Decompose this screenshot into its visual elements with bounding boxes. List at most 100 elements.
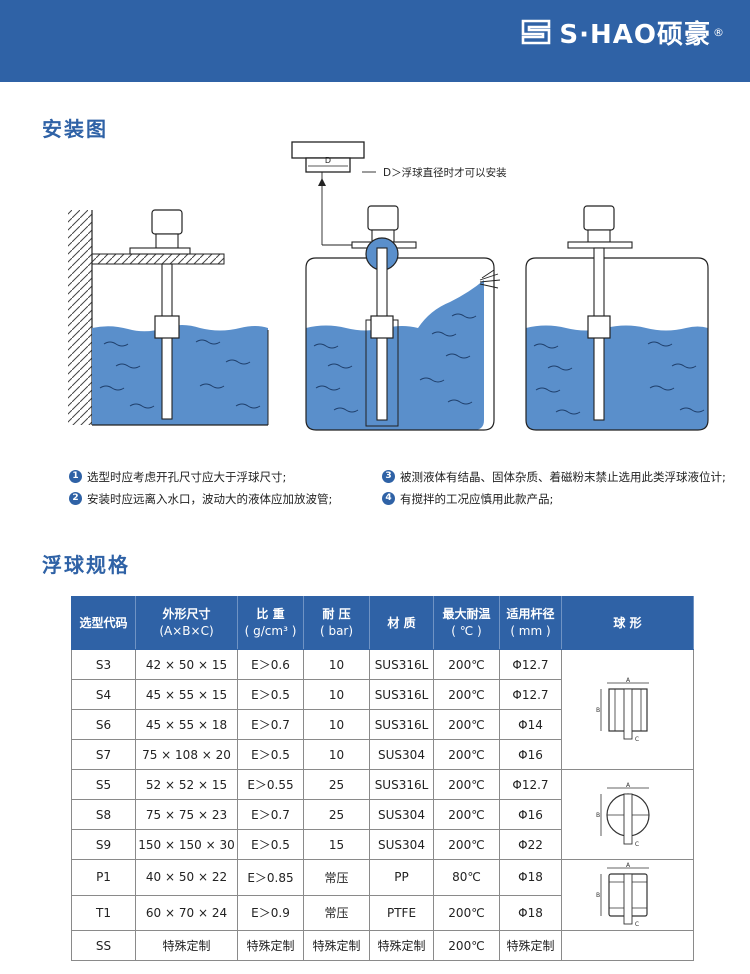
table-cell: SUS316L <box>369 709 434 740</box>
table-cell: 10 <box>303 649 370 680</box>
col-header-model: 选型代码 <box>71 596 136 650</box>
table-cell: E＞0.7 <box>237 799 304 830</box>
table-cell: 45 × 55 × 18 <box>135 709 238 740</box>
d-label: D <box>325 156 331 165</box>
table-cell: 40 × 50 × 22 <box>135 859 238 896</box>
tank-closed-right <box>525 205 709 431</box>
table-cell: 特殊定制 <box>135 930 238 961</box>
table-cell: SUS316L <box>369 649 434 680</box>
svg-text:B: B <box>595 892 599 899</box>
table-cell: E＞0.9 <box>237 894 304 931</box>
installation-diagram: D D＞浮球直径时才可以安装 <box>68 141 709 431</box>
tank-closed-center <box>305 205 501 431</box>
float-shape-cell <box>561 930 694 961</box>
table-cell: 200℃ <box>433 799 500 830</box>
table-cell: E＞0.7 <box>237 709 304 740</box>
table-cell: 200℃ <box>433 709 500 740</box>
col-header-density: 比 重( g/cm³ ) <box>237 596 304 650</box>
brand-logo: S·HAO硕豪 ® <box>519 12 724 52</box>
svg-text:C: C <box>634 841 638 848</box>
table-cell: 200℃ <box>433 894 500 931</box>
d-note: D＞浮球直径时才可以安装 <box>383 166 507 179</box>
table-cell: SUS316L <box>369 679 434 710</box>
table-cell: SUS304 <box>369 829 434 860</box>
float-shape-cylinder-icon: ABC <box>595 677 649 743</box>
table-cell: 200℃ <box>433 829 500 860</box>
table-cell: 25 <box>303 769 370 800</box>
table-cell: 75 × 75 × 23 <box>135 799 238 830</box>
table-cell: 常压 <box>303 894 370 931</box>
table-cell: 15 <box>303 829 370 860</box>
note-number-badge: 1 <box>69 470 82 483</box>
table-cell: 200℃ <box>433 930 500 961</box>
note-item: 1 选型时应考虑开孔尺寸应大于浮球尺寸; <box>69 466 369 488</box>
table-cell: 200℃ <box>433 679 500 710</box>
table-cell: E＞0.5 <box>237 739 304 770</box>
table-cell: S7 <box>71 739 136 770</box>
install-notes-left: 1 选型时应考虑开孔尺寸应大于浮球尺寸; 2 安装时应远离入水口，波动大的液体应… <box>69 466 369 510</box>
float-shape-capsule-icon: A B C <box>595 862 649 928</box>
table-cell: 10 <box>303 739 370 770</box>
table-cell: S6 <box>71 709 136 740</box>
col-header-rod-diameter: 适用杆径( mm ) <box>499 596 562 650</box>
float-shape-cell: A B C <box>561 769 694 860</box>
table-cell: P1 <box>71 859 136 896</box>
note-text: 安装时应远离入水口，波动大的液体应加放波管; <box>87 492 333 506</box>
table-cell: 80℃ <box>433 859 500 896</box>
table-cell: 25 <box>303 799 370 830</box>
spec-section-title: 浮球规格 <box>42 553 130 577</box>
table-cell: 200℃ <box>433 769 500 800</box>
float-spec-table: 选型代码 外形尺寸(A×B×C) 比 重( g/cm³ ) 耐 压( bar) … <box>71 596 694 961</box>
table-cell: SUS316L <box>369 769 434 800</box>
col-header-size: 外形尺寸(A×B×C) <box>135 596 238 650</box>
table-cell: S3 <box>71 649 136 680</box>
col-header-material: 材 质 <box>369 596 434 650</box>
table-cell: 52 × 52 × 15 <box>135 769 238 800</box>
install-notes-right: 3 被测液体有结晶、固体杂质、着磁粉末禁止选用此类浮球液位计; 4 有搅拌的工况… <box>382 466 727 510</box>
table-cell: S9 <box>71 829 136 860</box>
note-item: 2 安装时应远离入水口，波动大的液体应加放波管; <box>69 488 369 510</box>
note-number-badge: 3 <box>382 470 395 483</box>
table-cell: 200℃ <box>433 739 500 770</box>
table-cell: S4 <box>71 679 136 710</box>
svg-text:B: B <box>595 812 599 819</box>
table-cell: 特殊定制 <box>499 930 562 961</box>
install-section-title: 安装图 <box>42 117 108 141</box>
svg-text:A: A <box>625 862 630 869</box>
svg-text:C: C <box>634 736 638 743</box>
table-cell: E＞0.5 <box>237 829 304 860</box>
tank-open-wall <box>68 209 269 426</box>
note-text: 被测液体有结晶、固体杂质、着磁粉末禁止选用此类浮球液位计; <box>400 470 726 484</box>
table-cell: PP <box>369 859 434 896</box>
svg-text:A: A <box>625 782 630 789</box>
table-cell: S5 <box>71 769 136 800</box>
header-bar: S·HAO硕豪 ® <box>0 0 750 82</box>
table-cell: 75 × 108 × 20 <box>135 739 238 770</box>
table-cell: Φ22 <box>499 829 562 860</box>
col-header-max-temp: 最大耐温( ℃ ) <box>433 596 500 650</box>
float-shape-ball-icon: A B C <box>595 782 650 848</box>
table-cell: 150 × 150 × 30 <box>135 829 238 860</box>
svg-text:A: A <box>625 677 630 684</box>
table-cell: E＞0.85 <box>237 859 304 896</box>
table-cell: E＞0.55 <box>237 769 304 800</box>
table-cell: Φ12.7 <box>499 769 562 800</box>
table-cell: 特殊定制 <box>369 930 434 961</box>
note-number-badge: 2 <box>69 492 82 505</box>
table-cell: 60 × 70 × 24 <box>135 894 238 931</box>
svg-text:C: C <box>634 921 638 928</box>
table-cell: 45 × 55 × 15 <box>135 679 238 710</box>
table-cell: S8 <box>71 799 136 830</box>
table-cell: SS <box>71 930 136 961</box>
col-header-pressure: 耐 压( bar) <box>303 596 370 650</box>
float-shape-cell: A B C <box>561 859 694 931</box>
table-cell: 特殊定制 <box>303 930 370 961</box>
